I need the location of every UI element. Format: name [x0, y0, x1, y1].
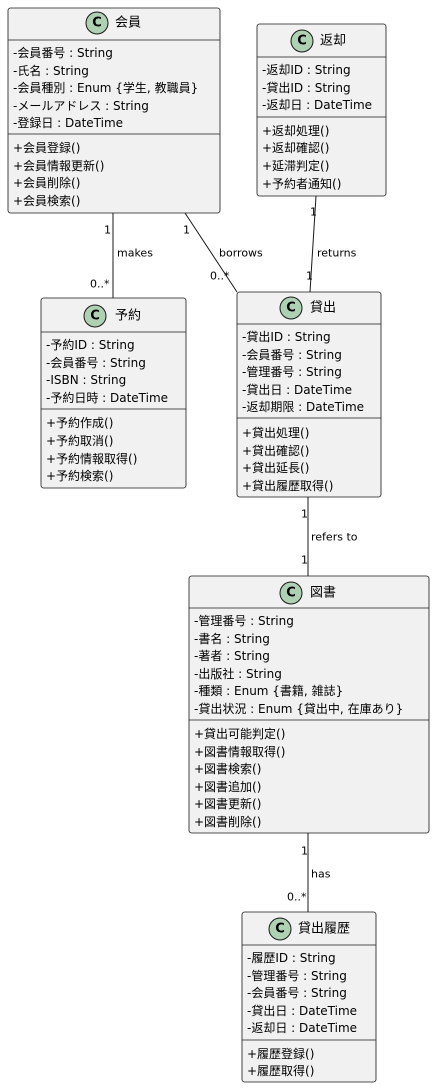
- method: +予約検索(): [46, 468, 113, 483]
- attribute: -貸出日 : DateTime: [242, 382, 352, 397]
- attribute: -メールアドレス : String: [13, 99, 149, 113]
- class-loan: C 貸出 -貸出ID : String -会員番号 : String -管理番号…: [236, 291, 382, 498]
- relation-returns: 1 returns 1: [306, 195, 357, 293]
- class-icon: [268, 917, 292, 941]
- attribute: -管理番号 : String: [247, 968, 347, 983]
- method: +会員検索(): [13, 194, 80, 208]
- attribute: -返却日 : DateTime: [247, 1021, 357, 1035]
- attribute: -登録日 : DateTime: [13, 115, 123, 130]
- method: +図書情報取得(): [194, 744, 285, 759]
- method: +会員削除(): [13, 175, 80, 190]
- class-return: C 返却 -返却ID : String -貸出ID : String -返却日 …: [256, 23, 387, 197]
- attribute: -書名 : String: [194, 631, 270, 646]
- svg-text:C: C: [297, 34, 307, 49]
- class-icon: [290, 29, 314, 53]
- method: +延滞判定(): [262, 158, 329, 173]
- svg-text:C: C: [92, 16, 102, 31]
- attribute: -予約ID : String: [46, 337, 135, 352]
- returns-to-multiplicity: 1: [306, 270, 313, 283]
- svg-text:C: C: [286, 586, 296, 601]
- returns-label: returns: [317, 247, 357, 260]
- attribute: -会員番号 : String: [242, 348, 342, 362]
- class-title: 貸出履歴: [298, 921, 350, 937]
- method: +図書更新(): [194, 796, 261, 811]
- borrows-to-multiplicity: 0..*: [210, 270, 230, 283]
- attribute: -貸出ID : String: [242, 329, 331, 344]
- class-title: 返却: [320, 34, 346, 49]
- class-loan-history: C 貸出履歴 -履歴ID : String -管理番号 : String -会員…: [241, 911, 377, 1083]
- class-icon: [279, 296, 303, 320]
- method: +返却処理(): [262, 124, 329, 138]
- method: +履歴登録(): [247, 1046, 314, 1061]
- makes-from-multiplicity: 1: [104, 224, 111, 237]
- method: +返却確認(): [262, 140, 329, 155]
- attribute: -返却ID : String: [262, 63, 351, 77]
- attribute: -返却日 : DateTime: [262, 98, 372, 112]
- svg-text:C: C: [286, 301, 296, 316]
- attribute: -氏名 : String: [13, 63, 89, 78]
- method: +会員登録(): [13, 140, 80, 155]
- method: +貸出可能判定(): [194, 726, 285, 741]
- method: +予約作成(): [46, 415, 113, 430]
- svg-text:C: C: [275, 922, 285, 937]
- class-title: 図書: [310, 586, 336, 601]
- class-member: C 会員 -会員番号 : String -氏名 : String -会員種別 :…: [7, 7, 221, 214]
- attribute: -会員種別 : Enum {学生, 教職員}: [13, 80, 198, 95]
- class-icon: [279, 581, 303, 605]
- has-to-multiplicity: 0..*: [287, 891, 307, 904]
- method: +会員情報更新(): [13, 158, 104, 173]
- refers-to-multiplicity: 1: [301, 554, 308, 567]
- attribute: -貸出日 : DateTime: [247, 1003, 357, 1018]
- attribute: -管理番号 : String: [242, 364, 342, 379]
- attribute: -著者 : String: [194, 649, 270, 663]
- refers-from-multiplicity: 1: [301, 508, 308, 521]
- class-title: 貸出: [310, 300, 336, 316]
- borrows-label: borrows: [219, 247, 263, 260]
- class-reservation: C 予約 -予約ID : String -会員番号 : String -ISBN…: [40, 297, 187, 489]
- svg-text:C: C: [90, 309, 100, 324]
- relation-refers-to: 1 refers to 1: [301, 497, 358, 576]
- method: +予約情報取得(): [46, 451, 137, 466]
- attribute: -出版社 : String: [194, 666, 282, 681]
- attribute: -会員番号 : String: [13, 46, 113, 60]
- attribute: -種類 : Enum {書籍, 雑誌}: [194, 683, 343, 698]
- class-icon: [83, 304, 107, 328]
- makes-to-multiplicity: 0..*: [90, 278, 110, 291]
- relation-has: 1 has 0..*: [287, 833, 331, 912]
- method: +図書検索(): [194, 762, 261, 776]
- class-title: 予約: [115, 309, 141, 324]
- class-icon: [85, 11, 109, 35]
- method: +図書削除(): [194, 814, 261, 829]
- refers-label: refers to: [311, 531, 358, 544]
- method: +予約取消(): [46, 433, 113, 448]
- class-title: 会員: [115, 16, 141, 31]
- attribute: -会員番号 : String: [247, 986, 347, 1000]
- attribute: -管理番号 : String: [194, 613, 294, 628]
- attribute: -履歴ID : String: [247, 951, 336, 965]
- attribute: -ISBN : String: [46, 373, 126, 387]
- method: +貸出処理(): [242, 425, 309, 440]
- has-from-multiplicity: 1: [301, 845, 308, 858]
- returns-from-multiplicity: 1: [310, 206, 317, 219]
- relation-borrows: 1 borrows 0..*: [183, 212, 263, 293]
- method: +貸出履歴取得(): [242, 478, 333, 493]
- method: +図書追加(): [194, 779, 261, 794]
- attribute: -貸出ID : String: [262, 80, 351, 95]
- class-book: C 図書 -管理番号 : String -書名 : String -著者 : S…: [188, 575, 430, 834]
- attribute: -予約日時 : DateTime: [46, 390, 168, 405]
- method: +貸出確認(): [242, 443, 309, 458]
- relation-makes: 1 makes 0..*: [90, 213, 153, 298]
- attribute: -返却期限 : DateTime: [242, 400, 364, 414]
- borrows-from-multiplicity: 1: [183, 224, 190, 237]
- attribute: -貸出状況 : Enum {貸出中, 在庫あり}: [194, 701, 403, 716]
- method: +貸出延長(): [242, 460, 309, 475]
- makes-label: makes: [117, 247, 153, 260]
- method: +予約者通知(): [262, 176, 341, 191]
- method: +履歴取得(): [247, 1063, 314, 1078]
- has-label: has: [311, 868, 331, 881]
- attribute: -会員番号 : String: [46, 356, 146, 370]
